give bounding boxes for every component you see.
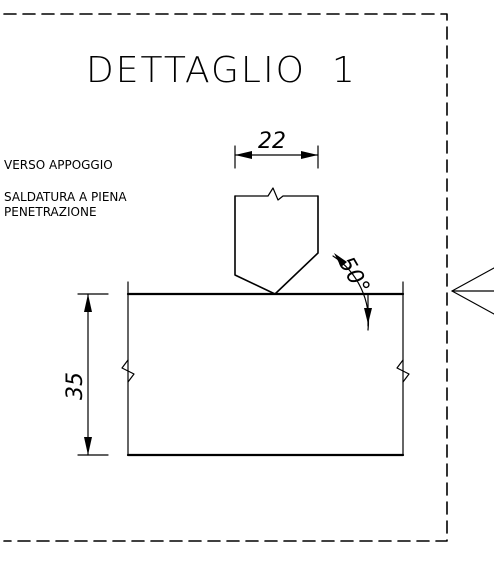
thickness-dimension: 35	[63, 293, 109, 456]
horizontal-plate	[121, 281, 410, 457]
left-break-symbol	[121, 359, 135, 383]
detail-frame	[3, 13, 448, 542]
width-dimension: 22	[234, 129, 319, 169]
detail-title-word: DETTAGLIO	[86, 50, 306, 91]
detail-title-number: 1	[332, 50, 357, 91]
width-dimension-label: 22	[258, 129, 286, 154]
vertical-plate	[234, 187, 319, 295]
note-line-1: VERSO APPOGGIO	[4, 158, 113, 172]
reference-arrow	[451, 267, 494, 315]
angle-dimension: 50°	[332, 253, 374, 331]
note-line-2: SALDATURA A PIENA	[4, 190, 127, 204]
right-break-symbol	[396, 359, 410, 383]
detail-title: DETTAGLIO 1	[86, 50, 357, 91]
thickness-dimension-label: 35	[63, 372, 88, 400]
note-line-3: PENETRAZIONE	[4, 205, 97, 219]
plate-break-symbol	[234, 187, 319, 201]
